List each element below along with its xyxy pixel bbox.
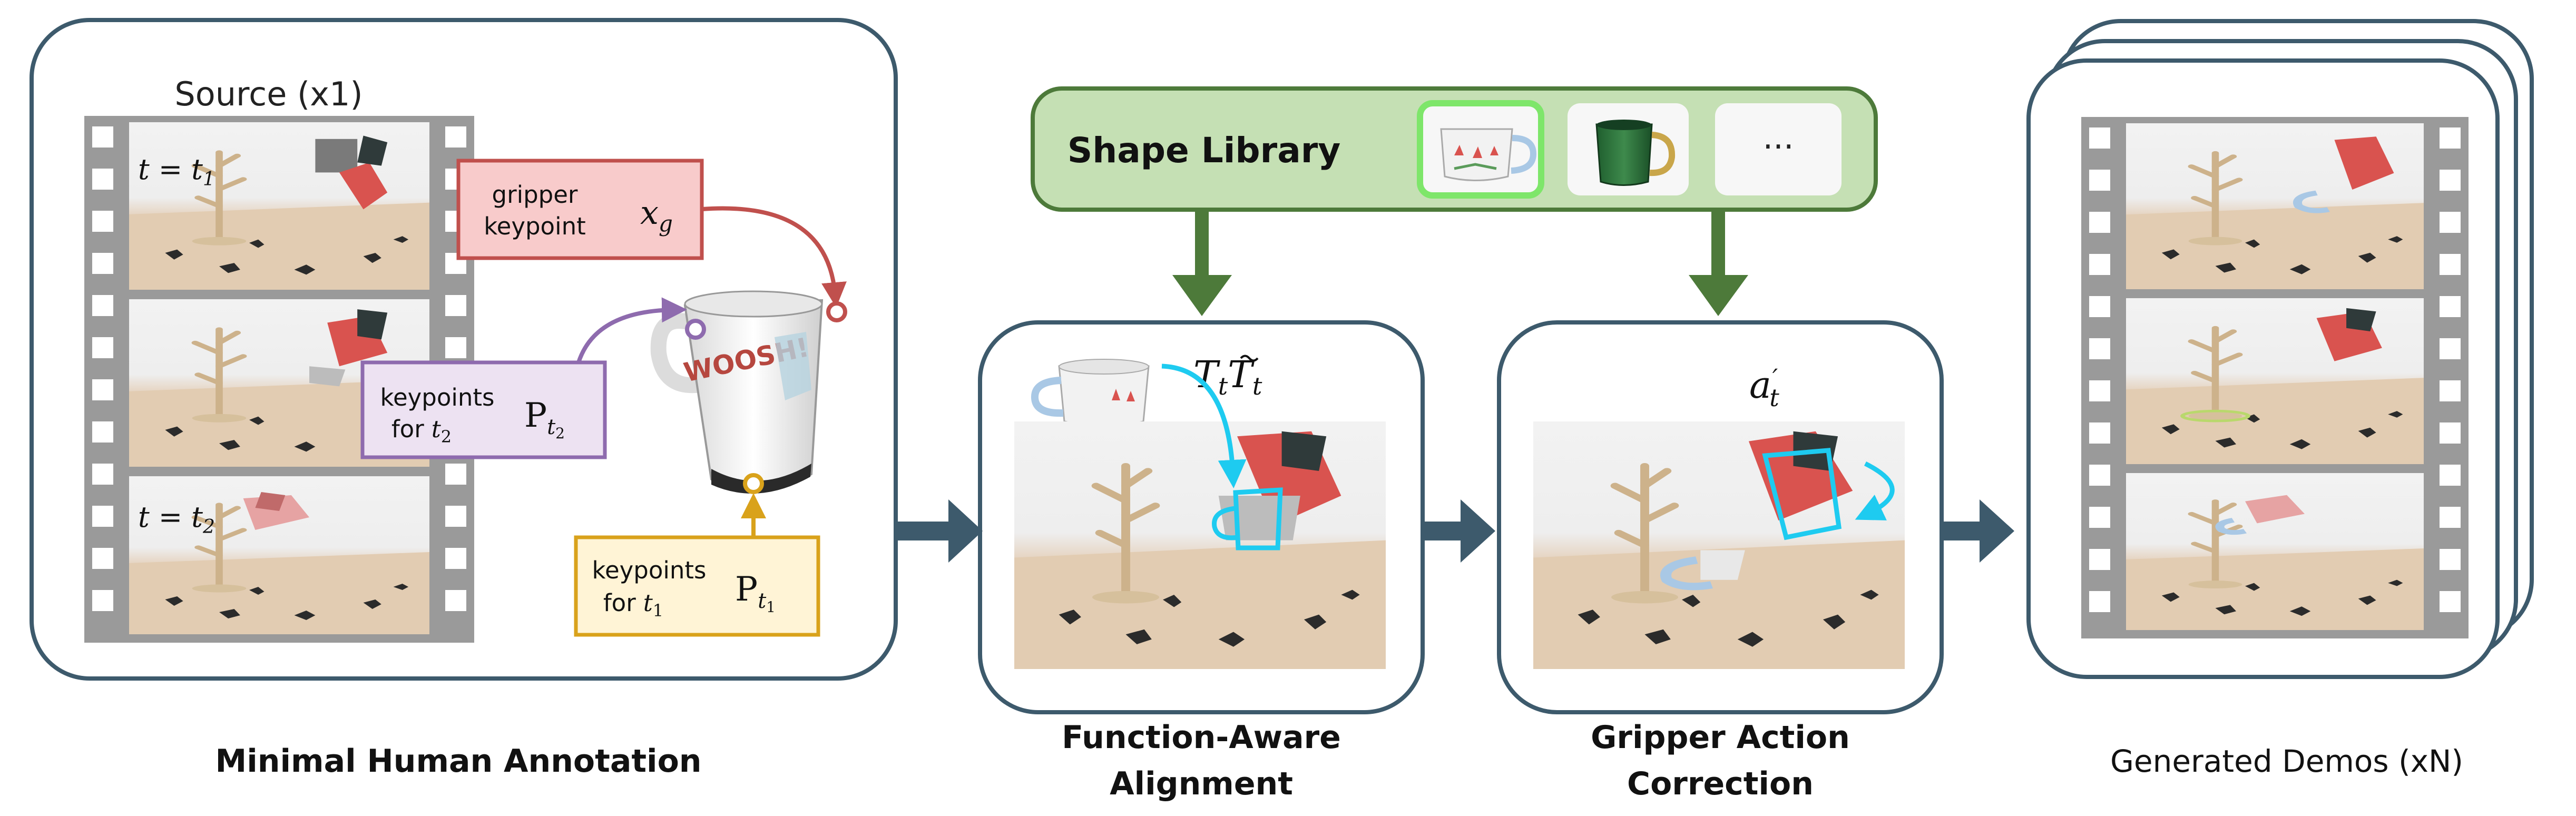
- generated-frame-1: [2126, 123, 2424, 289]
- correction-panel: a′t Gripper Action Correction: [1497, 320, 1944, 802]
- alignment-cyan-outline: [1212, 487, 1283, 550]
- keypoints-t2-arrow: [576, 297, 687, 363]
- shape-library-title: Shape Library: [1067, 130, 1341, 171]
- keypoint-t2-dot: [685, 319, 706, 340]
- alignment-caption-1: Function-Aware: [1062, 719, 1341, 756]
- frame-1: [129, 122, 429, 290]
- svg-text:keypoints: keypoints: [592, 556, 707, 584]
- svg-text:gripper: gripper: [492, 181, 578, 209]
- frame-3: [129, 476, 429, 634]
- svg-text:keypoint: keypoint: [484, 212, 586, 240]
- shape-library: Shape Library ···: [1031, 86, 1878, 212]
- svg-text:···: ···: [1762, 127, 1794, 166]
- generated-panel: Generated Demos (xN): [2026, 19, 2534, 779]
- alignment-caption-2: Alignment: [1110, 765, 1293, 802]
- gripper-keypoint-dot: [826, 301, 847, 322]
- alignment-cyan-arrow: [1161, 363, 1247, 488]
- generated-film-strip: [2081, 117, 2469, 638]
- generated-frame-2: [2126, 298, 2424, 464]
- correction-caption-1: Gripper Action: [1591, 719, 1850, 756]
- frame3-time-label: t = t2: [138, 500, 215, 538]
- library-item-white-mug[interactable]: [1417, 100, 1544, 199]
- correction-math: a′t: [1749, 363, 1779, 412]
- library-arrow-correction: [1689, 210, 1748, 316]
- gripper-keypoint-box: gripper keypoint xg: [456, 159, 704, 260]
- flow-arrow-3: [1942, 499, 2014, 563]
- generated-caption: Generated Demos (xN): [2110, 743, 2463, 779]
- svg-text:xg: xg: [640, 193, 673, 237]
- frame1-time-label: t = t1: [138, 153, 215, 190]
- svg-text:Pt2: Pt2: [524, 396, 565, 442]
- library-item-more[interactable]: ···: [1715, 103, 1842, 195]
- source-label: Source (x1): [174, 75, 363, 113]
- flow-arrow-1: [896, 499, 983, 563]
- alignment-scene: [1014, 421, 1386, 669]
- correction-cyan-arrow: [1855, 461, 1895, 520]
- svg-text:keypoints: keypoints: [380, 384, 495, 411]
- svg-text:Pt1: Pt1: [735, 570, 776, 616]
- annotation-panel: Source (x1): [30, 18, 898, 780]
- correction-scene: [1533, 421, 1905, 669]
- flow-arrow-2: [1423, 499, 1495, 563]
- library-item-green-mug[interactable]: [1568, 103, 1689, 195]
- alignment-panel: TtTt Function-Aware Alignment: [978, 320, 1425, 802]
- correction-caption-2: Correction: [1627, 765, 1814, 802]
- gripper-arrow: [701, 206, 847, 308]
- alignment-mug-icon: [1031, 359, 1150, 427]
- frame-2: [129, 299, 429, 467]
- keypoint-t1-dot: [743, 473, 764, 494]
- library-arrow-alignment: [1172, 210, 1232, 316]
- generated-frame-3: [2126, 473, 2424, 630]
- source-mug: WOOSH!: [650, 290, 824, 494]
- annotation-caption: Minimal Human Annotation: [216, 743, 702, 780]
- correction-cyan-outline: [1762, 448, 1842, 540]
